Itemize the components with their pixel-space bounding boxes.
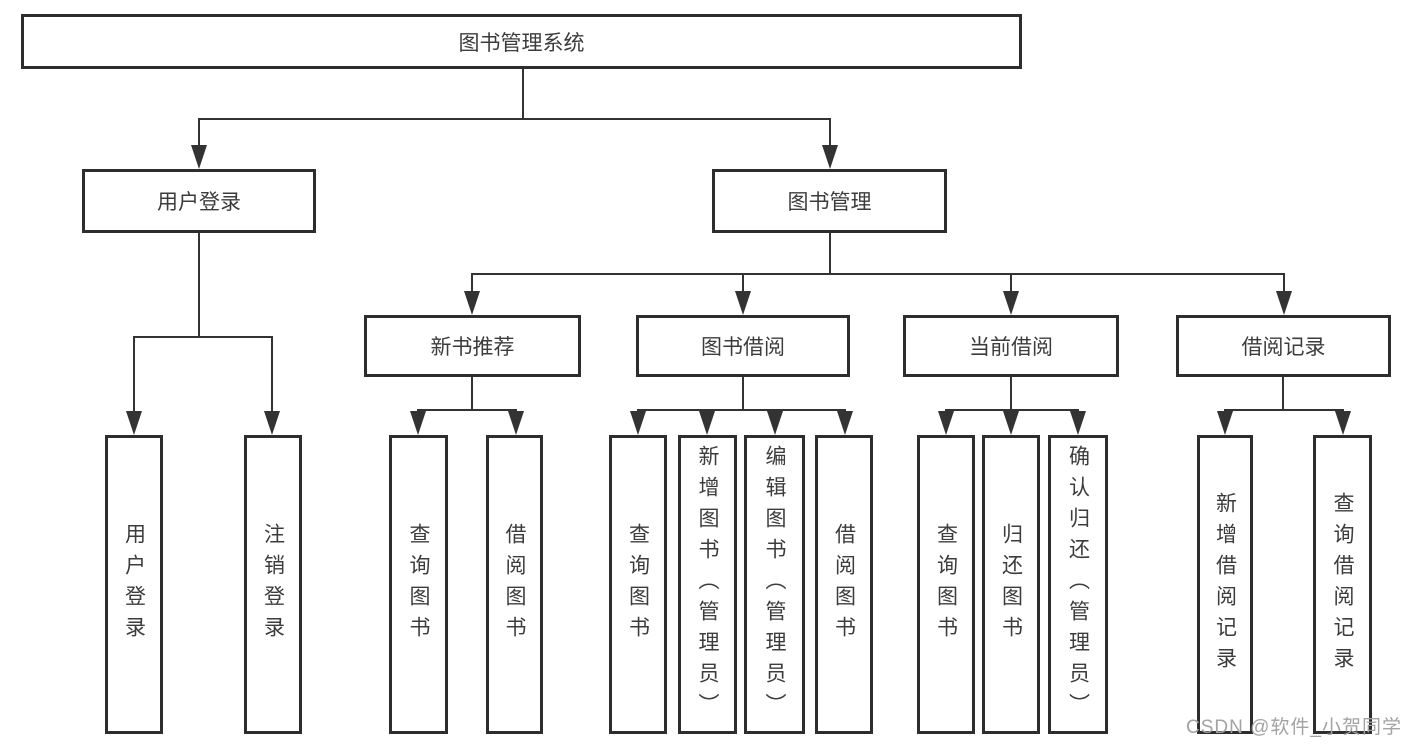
connector-book-borrow-rail [637, 409, 846, 411]
arrowhead-nb-borrow [508, 411, 524, 435]
arrowhead-new-book [464, 291, 480, 315]
leaf-bb-edit-books-admin: 编辑图书（管理员） [744, 435, 805, 734]
leaf-bb-borrow-books: 借阅图书 [815, 435, 873, 734]
connector-root-stem [522, 69, 524, 118]
node-book-management: 图书管理 [712, 169, 947, 233]
arrowhead-cb-confirm [1070, 411, 1086, 435]
arrowhead-current-borrow [1003, 291, 1019, 315]
leaf-nb-query-books: 查询图书 [389, 435, 448, 734]
leaf-br-query-record: 查询借阅记录 [1313, 435, 1372, 734]
arrowhead-bb-borrow [837, 411, 853, 435]
connector-drop-login-leaf [133, 336, 135, 413]
connector-drop-current-borrow [1010, 273, 1012, 293]
connector-level3-rail [471, 273, 1285, 275]
leaf-cb-confirm-return-admin: 确认归还（管理员） [1048, 435, 1108, 734]
arrowhead-user-login [191, 145, 207, 169]
arrowhead-book-borrow [735, 291, 751, 315]
connector-book-mgmt-stem [829, 233, 831, 274]
connector-drop-user-login [198, 118, 200, 147]
arrowhead-br-add [1217, 411, 1233, 435]
connector-new-book-rail [417, 409, 517, 411]
arrowhead-book-mgmt [822, 145, 838, 169]
leaf-nb-borrow-books: 借阅图书 [486, 435, 543, 734]
connector-level1-rail [198, 118, 831, 120]
arrowhead-logout-leaf [264, 411, 280, 435]
connector-book-borrow-stem [742, 377, 744, 410]
connector-drop-new-book [471, 273, 473, 293]
connector-current-borrow-rail [945, 409, 1079, 411]
leaf-bb-query-books: 查询图书 [609, 435, 667, 734]
arrowhead-bb-add [699, 411, 715, 435]
arrowhead-borrow-records [1276, 291, 1292, 315]
leaf-logout: 注销登录 [244, 435, 302, 734]
arrowhead-bb-edit [767, 411, 783, 435]
leaf-cb-return-books: 归还图书 [982, 435, 1040, 734]
arrowhead-login-leaf [126, 411, 142, 435]
leaf-user-login: 用户登录 [105, 435, 163, 734]
node-root: 图书管理系统 [21, 14, 1022, 69]
leaf-cb-query-books: 查询图书 [917, 435, 975, 734]
leaf-br-add-record: 新增借阅记录 [1197, 435, 1253, 734]
leaf-bb-add-books-admin: 新增图书（管理员） [678, 435, 737, 734]
arrowhead-cb-return [1003, 411, 1019, 435]
arrowhead-br-query [1335, 411, 1351, 435]
node-user-login: 用户登录 [82, 169, 316, 233]
arrowhead-nb-query [410, 411, 426, 435]
watermark: CSDN @软件_小贺同学 [1186, 717, 1402, 738]
node-new-book-recommend: 新书推荐 [364, 315, 581, 377]
arrowhead-cb-query [938, 411, 954, 435]
connector-new-book-stem [471, 377, 473, 410]
connector-user-login-stem [198, 233, 200, 337]
node-borrow-records: 借阅记录 [1176, 315, 1391, 377]
connector-user-login-rail [133, 336, 273, 338]
node-current-borrow: 当前借阅 [903, 315, 1119, 377]
connector-current-borrow-stem [1010, 377, 1012, 410]
connector-drop-logout-leaf [271, 336, 273, 413]
arrowhead-bb-query [630, 411, 646, 435]
connector-borrow-records-rail [1224, 409, 1344, 411]
connector-drop-borrow-records [1283, 273, 1285, 293]
connector-borrow-records-stem [1282, 377, 1284, 410]
connector-drop-book-mgmt [829, 118, 831, 147]
connector-drop-book-borrow [742, 273, 744, 293]
node-book-borrow: 图书借阅 [636, 315, 850, 377]
